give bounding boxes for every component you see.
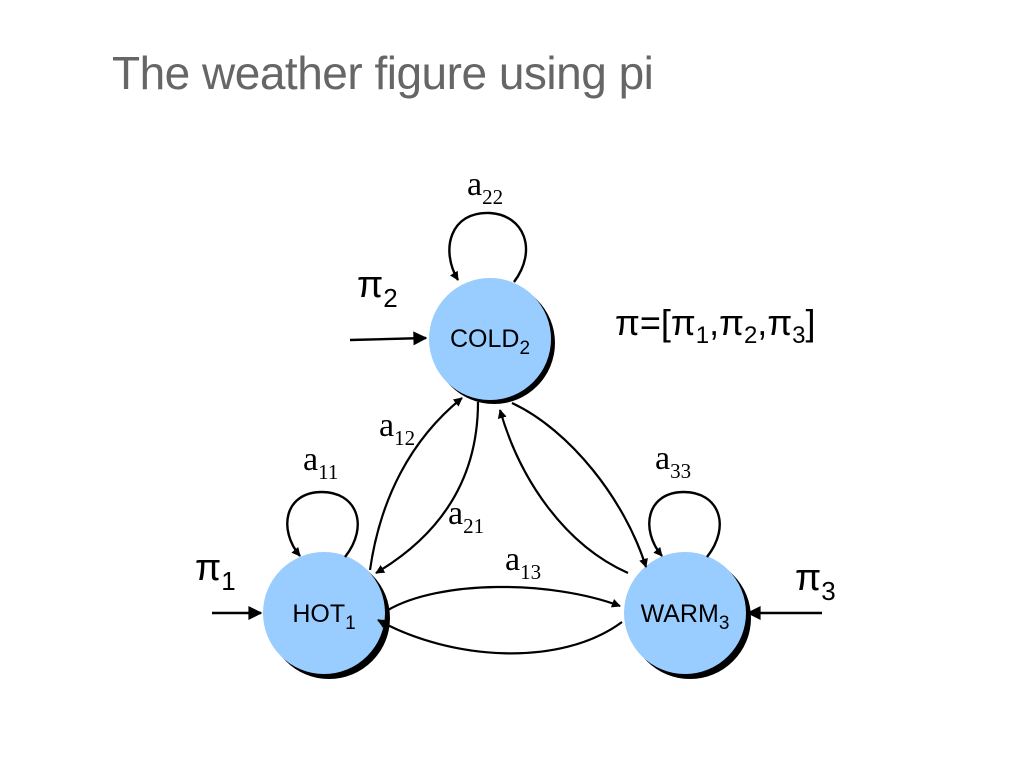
edge-a13 [387,585,621,611]
edge-a12 [368,397,463,571]
label-pi1: π1 [195,547,236,596]
label-a21: a21 [448,495,484,538]
edge-a21 [375,401,480,574]
edge-pi2-initial [349,331,428,346]
page-title: The weather figure using pi [112,47,654,99]
edge-a32 [497,409,629,575]
edge-a33-self-loop [648,490,721,558]
state-warm: WARM3 [624,552,751,679]
label-a13: a13 [505,541,541,584]
state-hot: HOT1 [263,552,390,679]
label-pi3: π3 [795,557,836,606]
pi-vector-equation: π=[π1,π2,π3] [615,302,816,349]
label-pi2: π2 [357,264,398,313]
state-hot-label: HOT1 [292,600,355,634]
label-a22: a22 [467,166,503,209]
label-a33: a33 [655,440,691,483]
state-hot-circle [263,552,385,674]
state-warm-label: WARM3 [641,600,730,634]
edge-a23 [511,402,648,568]
label-a11: a11 [303,441,338,484]
edge-a31 [377,619,623,655]
edge-a11-self-loop [286,490,359,558]
label-a12: a12 [379,407,415,450]
state-warm-circle [624,552,746,674]
edge-a22-self-loop [448,211,528,283]
state-cold-label: COLD2 [450,325,530,359]
state-cold: COLD2 [429,278,555,404]
state-cold-circle [429,278,551,400]
